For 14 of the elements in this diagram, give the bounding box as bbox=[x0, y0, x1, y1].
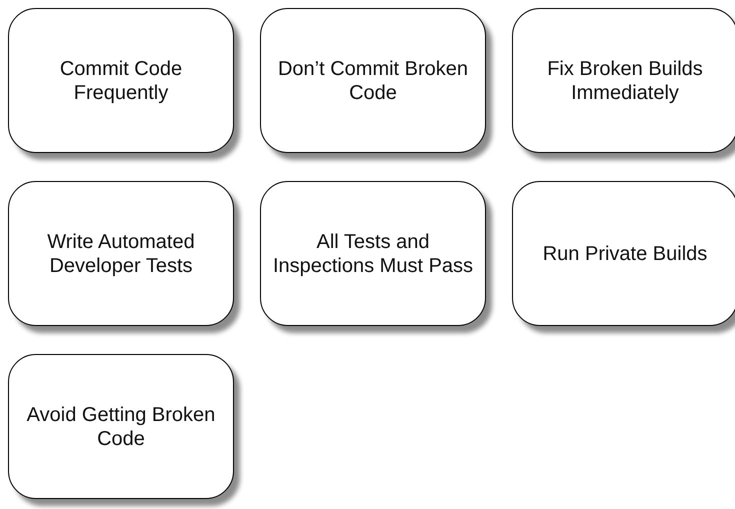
box-label: All Tests and Inspections Must Pass bbox=[272, 230, 474, 278]
rounded-box bbox=[8, 354, 234, 499]
rounded-box bbox=[8, 8, 234, 153]
box-label: Run Private Builds bbox=[542, 242, 708, 266]
box-label: Avoid Getting Broken Code bbox=[26, 402, 216, 450]
box-label: Don’t Commit Broken Code bbox=[276, 56, 470, 104]
rounded-box bbox=[512, 181, 735, 326]
rounded-box bbox=[8, 181, 234, 326]
rounded-box bbox=[260, 181, 486, 326]
rounded-box bbox=[512, 8, 735, 153]
box-label: Write Automated Developer Tests bbox=[46, 230, 196, 278]
box-label: Commit Code Frequently bbox=[58, 56, 184, 104]
rounded-box bbox=[260, 8, 486, 153]
box-label: Fix Broken Builds Immediately bbox=[546, 56, 704, 104]
